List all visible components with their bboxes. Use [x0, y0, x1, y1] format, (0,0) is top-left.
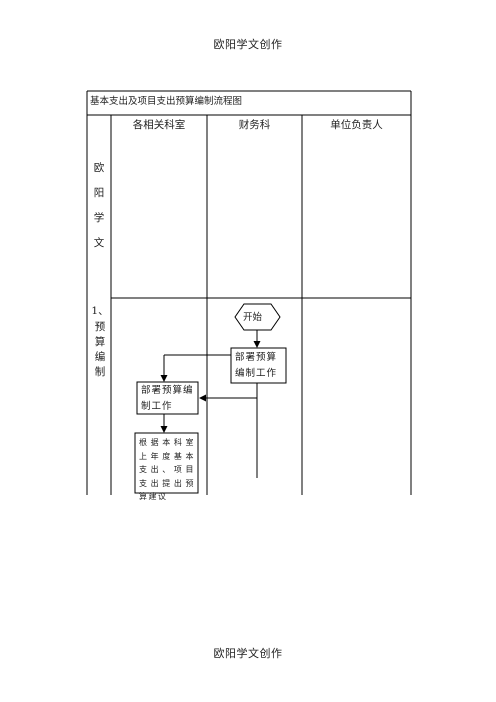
finance-box-shape [230, 347, 287, 384]
finance-deploy-box-label: 部署预算编制工作 [235, 352, 278, 379]
page-footer: 欧阳学文创作 [213, 647, 283, 660]
dept-box-shape [136, 381, 199, 415]
table-title: 基本支出及项目支出预算编制流程图 [90, 96, 243, 107]
start-node-label: 开始 [243, 312, 263, 323]
column-header-departments: 各相关科室 [132, 119, 186, 131]
task-box-shape [134, 432, 199, 494]
row-side-label-2: 1、 预 算 编 制 [91, 305, 109, 378]
page-header: 欧阳学文创作 [213, 38, 283, 51]
dept-task-box-label: 根据本科室上年度基本支出、项目支出提出预算建议 [139, 438, 195, 501]
start-node-shape [234, 303, 281, 331]
column-header-unit-head: 单位负责人 [330, 119, 383, 131]
row-side-label-1: 欧 阳 学 文 [93, 162, 105, 249]
dept-deploy-box-label: 部署预算编制工作 [141, 385, 194, 412]
column-header-finance: 财务科 [238, 119, 271, 131]
